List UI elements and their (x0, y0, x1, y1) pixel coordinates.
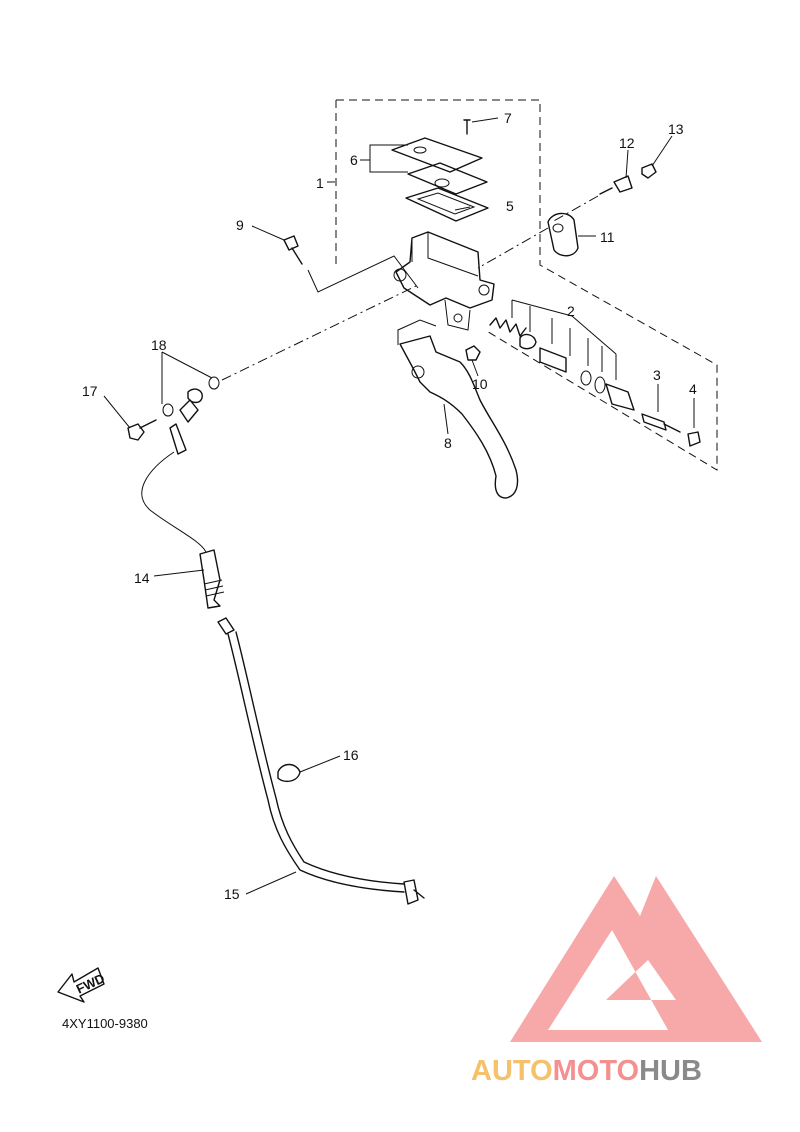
callout-labels: 1 2 3 4 5 6 7 8 9 10 11 12 13 14 15 16 1… (82, 110, 697, 902)
callout-15: 15 (224, 886, 240, 902)
reservoir-cap-assembly (391, 119, 489, 222)
leader-lines (103, 117, 673, 895)
callout-16: 16 (343, 747, 359, 763)
piston-cup (605, 383, 635, 411)
callout-18: 18 (151, 337, 167, 353)
callout-4: 4 (689, 381, 697, 397)
callout-9: 9 (236, 217, 244, 233)
master-cylinder-body (393, 231, 495, 331)
diaphragm-plate (407, 162, 488, 195)
callout-17: 17 (82, 383, 98, 399)
banjo-fitting (127, 285, 417, 455)
spring (489, 317, 527, 337)
bolt-9 (283, 235, 419, 293)
pipe-clamp (277, 763, 301, 783)
callout-10: 10 (472, 376, 488, 392)
diaphragm (405, 187, 489, 222)
callout-1: 1 (316, 175, 324, 191)
dust-boot (687, 431, 701, 447)
clamp-bolt (599, 175, 633, 195)
clutch-hose (141, 451, 225, 609)
clutch-lever (397, 319, 519, 499)
logo-triangle-icon (510, 876, 762, 1042)
callout-11: 11 (600, 229, 615, 245)
diagram-reference: 4XY1100-9380 (62, 1016, 148, 1031)
callout-7: 7 (504, 110, 512, 126)
holder-clamp (477, 163, 657, 269)
copper-washer (208, 376, 220, 390)
assembly-boundary (335, 99, 718, 471)
copper-washer (162, 403, 174, 417)
clutch-pipe (217, 617, 425, 905)
callout-3: 3 (653, 367, 661, 383)
lever-nut (465, 345, 481, 361)
logo-hub: HUB (639, 1055, 702, 1087)
clamp-nut (641, 163, 657, 179)
fwd-label: FWD (74, 971, 107, 997)
callout-13: 13 (668, 121, 684, 137)
piston (539, 347, 567, 373)
reservoir-cap (391, 137, 483, 173)
callout-6: 6 (350, 152, 358, 168)
callout-2: 2 (567, 303, 575, 319)
logo-auto: AUTO (471, 1055, 553, 1087)
callout-14: 14 (134, 570, 150, 586)
banjo-bolt (127, 419, 157, 441)
logo-moto: MOTO (553, 1055, 639, 1087)
push-rod (641, 413, 681, 433)
callout-5: 5 (506, 198, 514, 214)
callout-8: 8 (444, 435, 452, 451)
callout-12: 12 (619, 135, 635, 151)
piston-kit (489, 300, 701, 447)
fwd-arrow-icon: FWD (57, 967, 107, 1003)
cap-screw (463, 119, 471, 135)
automotohub-logo: AUTOMOTOHUB (471, 876, 762, 1087)
logo-wordmark: AUTOMOTOHUB (471, 1055, 702, 1087)
